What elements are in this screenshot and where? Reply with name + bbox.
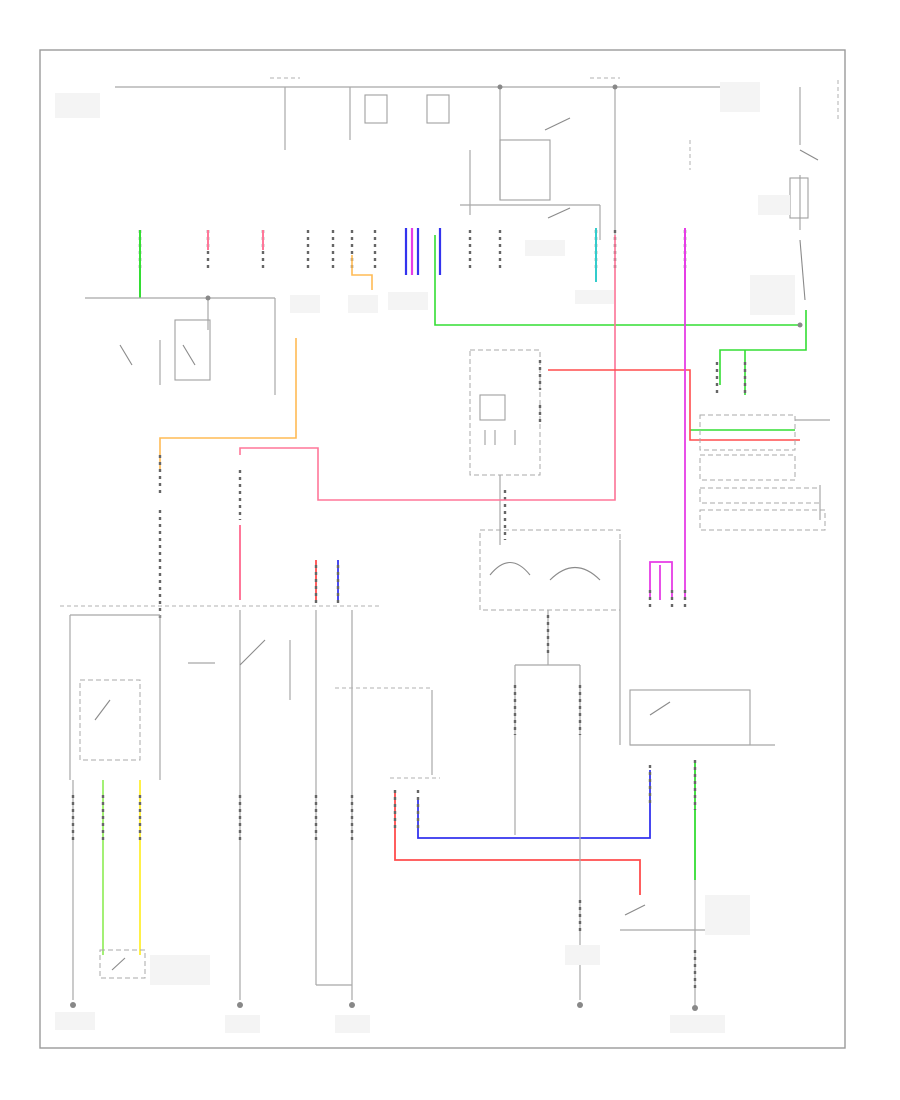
bottom-colored-wires — [390, 770, 651, 895]
colored-wires-top — [139, 228, 686, 298]
lower-left-wires — [71, 780, 582, 1000]
pink-wire-loop — [239, 235, 616, 501]
right-lower-section — [620, 689, 775, 1005]
blue-bottom-wire — [417, 770, 651, 839]
red-wire-right — [548, 369, 800, 441]
diagram-frame — [39, 49, 846, 1049]
orange-wire — [159, 338, 297, 470]
fuse-block-right — [789, 177, 809, 219]
right-lower-box — [629, 689, 751, 746]
left-middle-section — [60, 455, 433, 780]
bottom-label-blocks — [55, 945, 725, 1033]
transmission-box — [479, 529, 621, 611]
right-connector-blocks — [699, 414, 830, 531]
right-top-switch — [799, 149, 819, 161]
ground-terminals — [70, 84, 803, 1011]
green-bus — [434, 235, 807, 431]
bottom-left-box — [99, 949, 146, 979]
relay-stack-top — [499, 139, 551, 201]
gray-labels — [55, 82, 795, 315]
transmission-section — [479, 529, 621, 835]
mid-top-switch — [547, 207, 571, 219]
top-relay-switch — [544, 117, 571, 131]
center-module — [469, 349, 542, 545]
relay-box-top-left — [364, 94, 388, 124]
left-lower-box — [79, 679, 141, 761]
top-power-section — [115, 77, 839, 500]
relay-box-top-mid — [426, 94, 450, 124]
magenta-wires — [648, 235, 687, 610]
right-mid-switch — [799, 239, 806, 301]
red-bottom-wire — [394, 790, 641, 895]
switch-box-left — [174, 319, 211, 381]
left-switch-section — [85, 297, 276, 395]
